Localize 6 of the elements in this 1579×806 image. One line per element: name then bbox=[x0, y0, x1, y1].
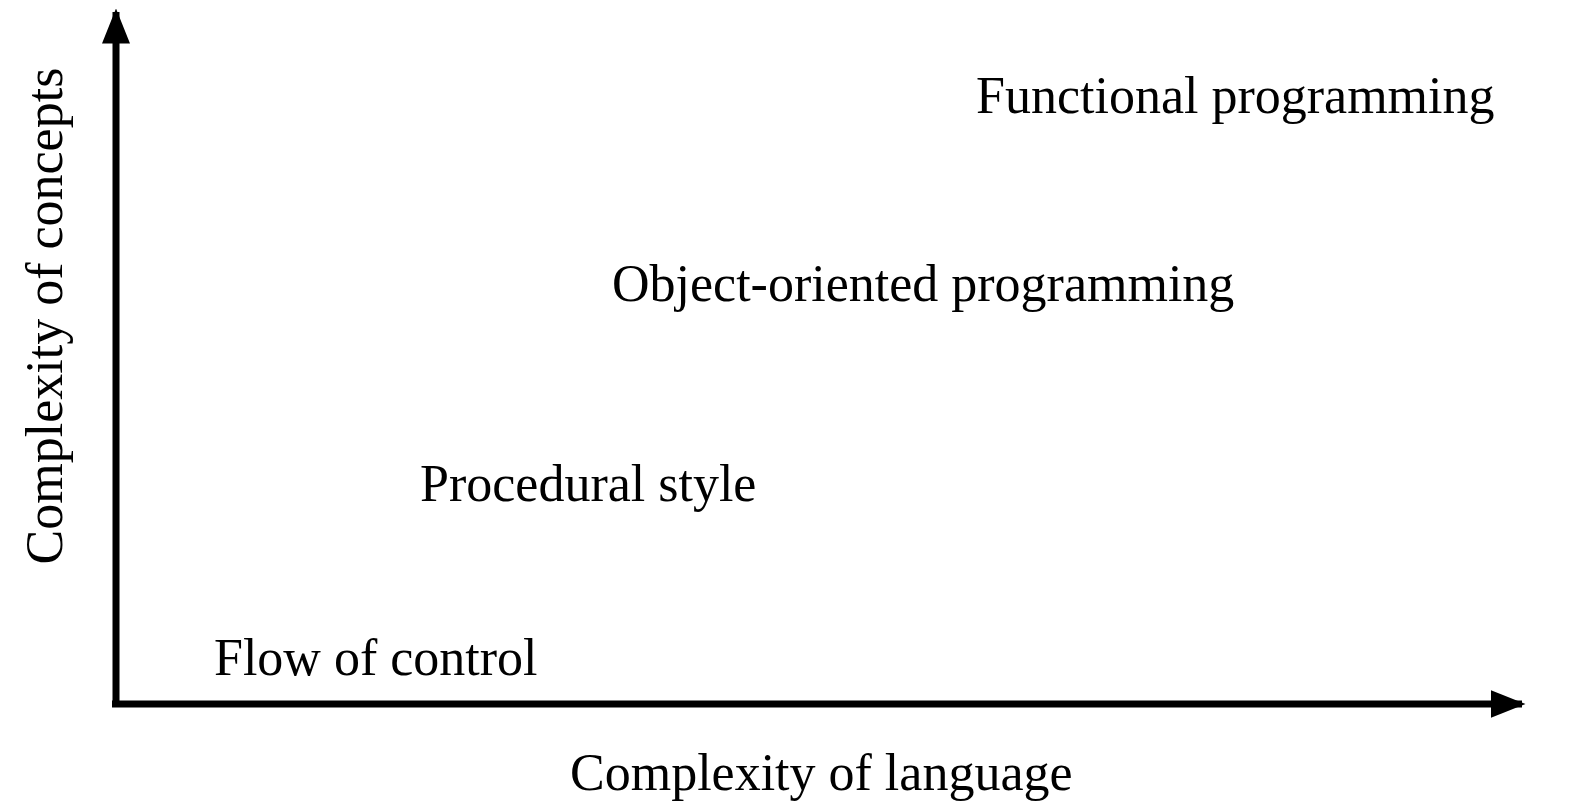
paradigm-label: Object-oriented programming bbox=[612, 258, 1235, 310]
paradigm-label: Functional programming bbox=[976, 70, 1495, 122]
paradigm-label: Flow of control bbox=[214, 632, 538, 684]
paradigm-label: Procedural style bbox=[420, 458, 757, 510]
y-axis-label: Complexity of concepts bbox=[19, 66, 71, 567]
x-axis-label: Complexity of language bbox=[570, 747, 1073, 799]
